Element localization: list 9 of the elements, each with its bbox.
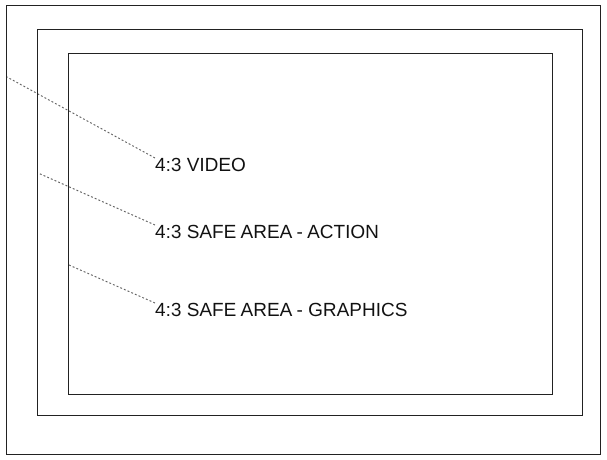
- safe-area-frame: [68, 53, 553, 395]
- safe-area-frame: [37, 29, 583, 416]
- leader-line: [38, 172, 156, 226]
- safe-area-frame: [6, 5, 601, 455]
- callout-label: 4:3 VIDEO: [155, 155, 246, 177]
- leader-line: [6, 76, 156, 158]
- callout-label: 4:3 SAFE AREA - ACTION: [155, 222, 379, 244]
- leader-line: [68, 264, 156, 304]
- callout-label: 4:3 SAFE AREA - GRAPHICS: [155, 300, 408, 322]
